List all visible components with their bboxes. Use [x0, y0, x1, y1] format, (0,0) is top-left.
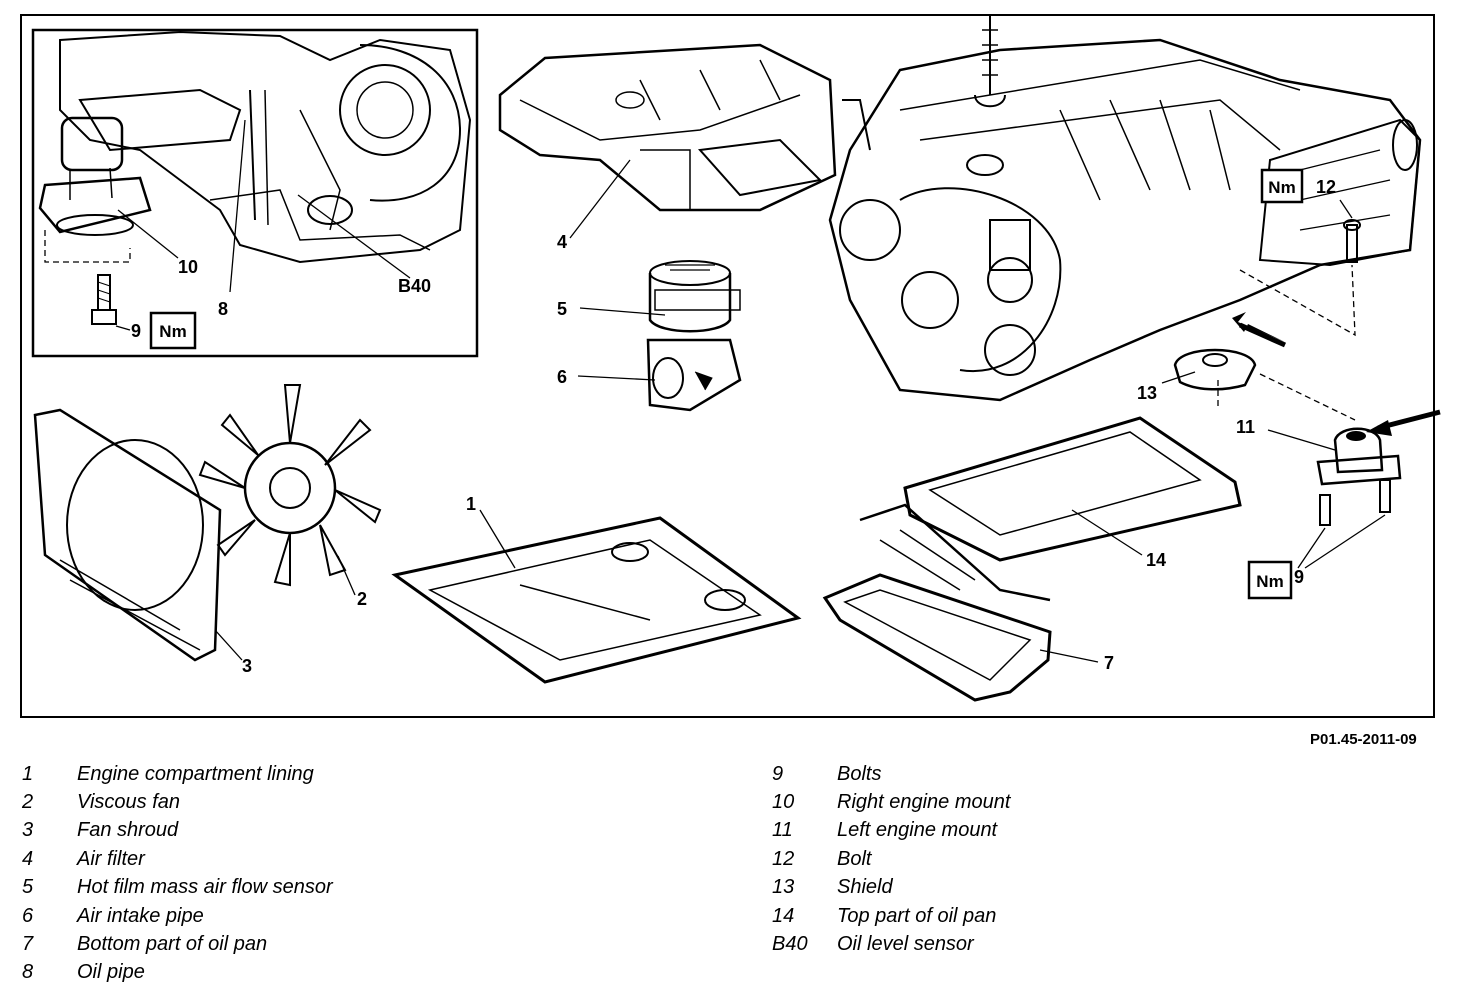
legend-label: Bottom part of oil pan: [77, 933, 268, 956]
callout-5: 5: [557, 299, 567, 319]
callout-2: 2: [357, 589, 367, 609]
bolt-part: [91, 274, 117, 325]
callout-12: 12: [1316, 177, 1336, 197]
right-engine-mount-part: [38, 116, 152, 236]
maf-sensor-part: [648, 260, 741, 333]
callout-6: 6: [557, 367, 567, 387]
torque-badge: Nm: [149, 311, 197, 350]
legend-number: 4: [22, 847, 34, 870]
legend-label: Oil pipe: [77, 961, 145, 984]
legend-number: B40: [772, 933, 808, 956]
shield-part: [1173, 348, 1257, 391]
legend-item: 7 Bottom part of oil pan: [22, 930, 333, 958]
fan-shroud-part: [33, 408, 222, 662]
svg-text:Nm: Nm: [1268, 178, 1295, 197]
legend-number: 13: [772, 876, 795, 899]
legend-label: Right engine mount: [837, 791, 1011, 814]
callout-9: 9: [1294, 567, 1304, 587]
engine-compartment-lining-part: [391, 516, 802, 684]
callout-b40: B40: [398, 276, 431, 296]
legend-item: 11 Left engine mount: [772, 817, 1010, 845]
legend-number: 5: [22, 876, 34, 899]
legend-label: Shield: [837, 876, 893, 899]
legend-item: 8 Oil pipe: [22, 959, 333, 987]
legend-item: 5 Hot film mass air flow sensor: [22, 874, 333, 902]
svg-text:Nm: Nm: [1256, 572, 1283, 591]
oil-pan-bottom-part: [822, 573, 1052, 702]
legend-label: Viscous fan: [77, 791, 181, 814]
legend-number: 12: [772, 847, 795, 870]
legend-label: Bolt: [837, 847, 872, 870]
legend-left: 1 Engine compartment lining 2 Viscous fan 3 F…: [22, 760, 333, 987]
bolt-12-part: [1343, 219, 1361, 263]
legend-number: 6: [22, 904, 34, 927]
legend-item: 14 Top part of oil pan: [772, 902, 1010, 930]
legend-right: 9 Bolts 10 Right engine mount 11 Left engine …: [772, 760, 1010, 959]
legend-item: 1 Engine compartment lining: [22, 760, 333, 788]
legend-item: 12 Bolt: [772, 845, 1010, 873]
torque-badge: Nm: [1260, 168, 1304, 204]
svg-text:Nm: Nm: [159, 322, 186, 341]
legend-label: Fan shroud: [77, 819, 179, 842]
torque-badge: Nm: [1247, 560, 1293, 600]
legend-item: B40 Oil level sensor: [772, 930, 1010, 958]
legend-label: Hot film mass air flow sensor: [77, 876, 333, 899]
legend-number: 1: [22, 762, 34, 785]
legend-item: 3 Fan shroud: [22, 817, 333, 845]
oil-pan-top-part: [859, 416, 1242, 602]
callout-3: 3: [242, 656, 252, 676]
legend-label: Engine compartment lining: [77, 762, 314, 785]
air-filter-part: [498, 43, 837, 212]
diagram-frame: [20, 14, 1435, 718]
callout-7: 7: [1104, 653, 1114, 673]
legend-number: 14: [772, 904, 795, 927]
legend-label: Top part of oil pan: [837, 904, 997, 927]
legend-label: Air filter: [77, 847, 145, 870]
callout-1: 1: [466, 494, 476, 514]
legend-label: Air intake pipe: [77, 904, 204, 927]
legend-label: Oil level sensor: [837, 933, 974, 956]
legend-item: 2 Viscous fan: [22, 788, 333, 816]
engine-assembly-part: [828, 15, 1422, 402]
bolts-pair-part: [1319, 479, 1391, 526]
viscous-fan-part: [198, 384, 382, 587]
callout-14: 14: [1146, 550, 1166, 570]
inset-detail-panel: [31, 28, 479, 358]
left-engine-mount-part: [1316, 427, 1402, 486]
callout-13: 13: [1137, 383, 1157, 403]
legend-number: 8: [22, 961, 34, 984]
legend-number: 9: [772, 762, 784, 785]
callout-9-inset: 9: [131, 321, 141, 341]
legend-number: 11: [772, 819, 793, 842]
callout-11: 11: [1236, 417, 1255, 437]
legend-number: 7: [22, 933, 34, 956]
callout-4: 4: [557, 232, 567, 252]
callout-8: 8: [218, 299, 228, 319]
legend-number: 3: [22, 819, 34, 842]
air-intake-pipe-part: [646, 338, 742, 412]
legend-item: 10 Right engine mount: [772, 788, 1010, 816]
figure-reference: P01.45-2011-09: [1310, 731, 1417, 748]
callout-10: 10: [178, 257, 198, 277]
legend-number: 10: [772, 791, 795, 814]
legend-label: Left engine mount: [837, 819, 998, 842]
legend-label: Bolts: [837, 762, 882, 785]
legend-item: 4 Air filter: [22, 845, 333, 873]
legend-item: 13 Shield: [772, 874, 1010, 902]
legend-item: 9 Bolts: [772, 760, 1010, 788]
legend-item: 6 Air intake pipe: [22, 902, 333, 930]
legend-number: 2: [22, 791, 34, 814]
